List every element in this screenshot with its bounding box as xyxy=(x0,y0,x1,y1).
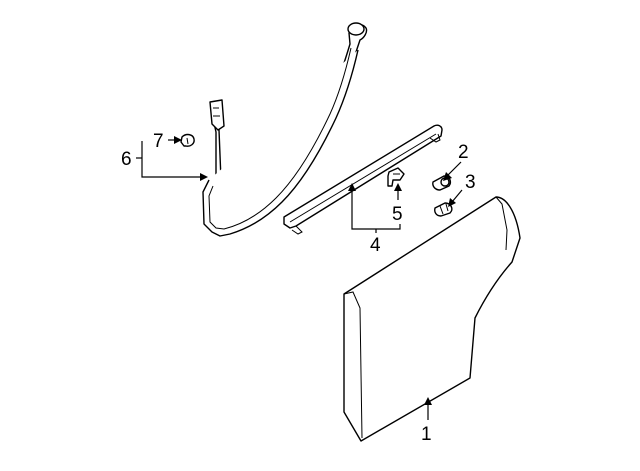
callout-4: 4 xyxy=(370,235,381,256)
callout-5: 5 xyxy=(392,204,403,225)
callout-3: 3 xyxy=(465,172,476,193)
callout-7: 7 xyxy=(153,131,164,152)
callout-6: 6 xyxy=(121,149,132,170)
door-shell-part[interactable] xyxy=(343,196,521,442)
leader-lines xyxy=(136,136,463,420)
clip-part[interactable] xyxy=(180,133,195,147)
callout-1: 1 xyxy=(421,424,432,445)
weatherstrip-part[interactable] xyxy=(202,22,368,237)
bushing-part[interactable] xyxy=(434,202,453,217)
scuff-plate-part[interactable] xyxy=(283,124,443,235)
callout-2: 2 xyxy=(458,142,469,163)
retainer-part[interactable] xyxy=(387,167,405,187)
